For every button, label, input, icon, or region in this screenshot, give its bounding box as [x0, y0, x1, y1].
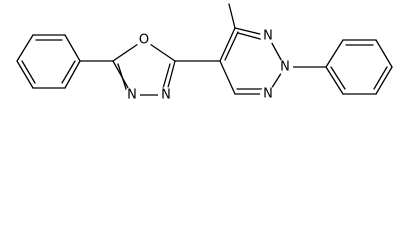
nitrogen-label: N: [161, 88, 171, 103]
bond: [16, 34, 34, 62]
bond: [219, 60, 236, 95]
nitrogen-label: N: [127, 88, 137, 103]
left-phenyl-ring: [16, 34, 81, 89]
nitrogen-label: N: [263, 87, 273, 102]
bond: [64, 34, 81, 62]
double-bond-inner: [224, 31, 239, 61]
atom-label-oxadiazole-N-left: N: [124, 87, 140, 103]
double-bond-inner: [237, 32, 265, 41]
atom-label-oxadiazole-O: O: [136, 32, 152, 48]
bond: [375, 66, 393, 95]
bond: [16, 60, 34, 89]
atom-label-triazole-N-top: N: [260, 28, 276, 44]
double-bond-inner: [161, 63, 171, 93]
double-bond-inner: [117, 63, 128, 93]
aromatic-inner-bond: [373, 66, 388, 90]
aromatic-inner-bond: [330, 66, 346, 90]
methyl-bond: [228, 3, 236, 29]
nitrogen-label: N: [263, 29, 273, 44]
nitrogen-label: N: [280, 60, 290, 75]
bond: [325, 39, 344, 68]
oxygen-label: O: [139, 33, 149, 48]
bond: [375, 39, 393, 68]
right-phenyl-ring: [325, 39, 393, 95]
aromatic-inner-bond: [61, 60, 76, 84]
atom-label-triazole-N-bottom: N: [260, 86, 276, 102]
bond: [325, 66, 344, 95]
bond: [219, 27, 236, 62]
atom-label-oxadiazole-N-right: N: [158, 87, 174, 103]
bond: [64, 60, 81, 89]
aromatic-inner-bond: [21, 60, 36, 84]
chemical-structure-diagram: O N N N N N: [16, 3, 393, 103]
atom-label-triazole-N-middle: N: [277, 59, 293, 75]
